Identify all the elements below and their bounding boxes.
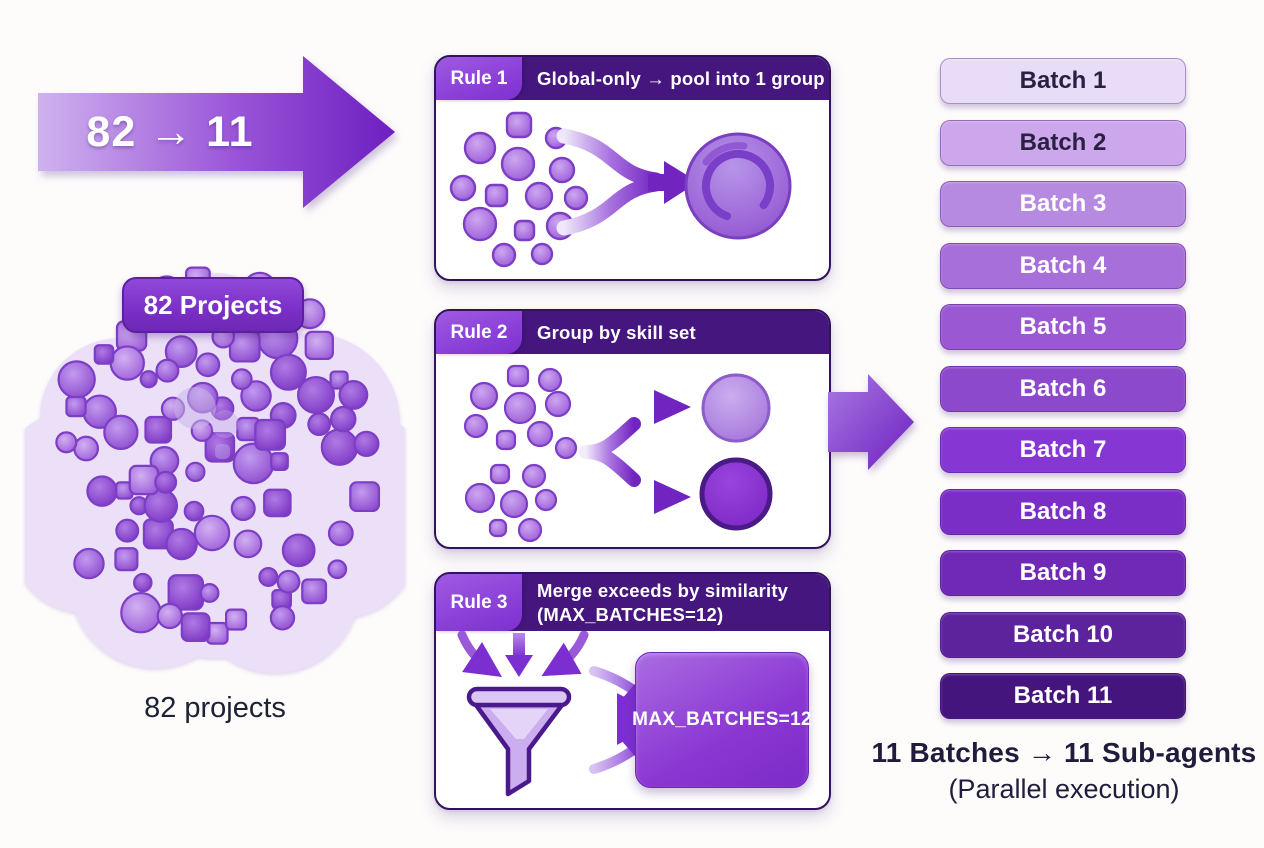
split-into-groups-illustration xyxy=(463,364,773,543)
result-line1: 11 Batches → 11 Sub-agents xyxy=(871,737,1257,768)
projects-count-badge-label: 82 Projects xyxy=(143,289,283,320)
rule1-title: Global-only → pool into 1 group xyxy=(537,67,825,89)
batch-label: Batch 10 xyxy=(1012,620,1114,648)
batch-row: Batch 7 xyxy=(940,427,1186,473)
batch-list: Batch 1 Batch 2 Batch 3 Batch 4 Batch 5 … xyxy=(940,58,1186,735)
batch-label: Batch 3 xyxy=(1019,190,1107,217)
reduction-arrow-label: 82 → 11 xyxy=(86,107,254,156)
batch-label: Batch 7 xyxy=(1019,436,1107,463)
rule3-body: MAX_BATCHES=12 xyxy=(436,631,829,808)
result-caption: 11 Batches → 11 Sub-agents (Parallel exe… xyxy=(869,737,1259,805)
result-line2: (Parallel execution) xyxy=(948,774,1180,804)
max-batches-label: MAX_BATCHES=12 xyxy=(632,709,812,730)
batch-row: Batch 1 xyxy=(940,58,1186,104)
rule2-card: Rule 2 Group by skill set xyxy=(434,309,831,549)
batch-label: Batch 9 xyxy=(1019,559,1107,586)
rule3-badge-label: Rule 3 xyxy=(450,591,508,613)
rule2-badge-label: Rule 2 xyxy=(450,321,508,343)
rule3-card: Rule 3 Merge exceeds by similarity (MAX_… xyxy=(434,572,831,810)
projects-count-caption: 82 projects xyxy=(144,692,286,724)
batch-label: Batch 6 xyxy=(1019,374,1107,402)
batch-label: Batch 2 xyxy=(1019,128,1107,156)
rule1-badge: Rule 1 xyxy=(436,57,522,100)
rule1-card: Rule 1 Global-only → pool into 1 group xyxy=(434,55,831,281)
batch-row: Batch 6 xyxy=(940,365,1186,412)
rule2-body xyxy=(436,354,829,547)
batch-row: Batch 11 xyxy=(940,673,1186,719)
max-batches-box: MAX_BATCHES=12 xyxy=(632,652,812,788)
rule3-title-line2: (MAX_BATCHES=12) xyxy=(537,603,724,625)
batch-row: Batch 9 xyxy=(940,550,1186,596)
rule1-badge-label: Rule 1 xyxy=(450,67,508,89)
batch-row: Batch 5 xyxy=(940,304,1186,350)
batch-label: Batch 8 xyxy=(1019,497,1107,525)
batch-row: Batch 10 xyxy=(940,611,1186,658)
batch-row: Batch 4 xyxy=(940,242,1186,289)
rule3-title-line1: Merge exceeds by similarity xyxy=(537,579,789,601)
rule3-title: Merge exceeds by similarity (MAX_BATCHES… xyxy=(537,579,788,627)
rule3-badge: Rule 3 xyxy=(436,574,522,631)
batch-label: Batch 1 xyxy=(1019,67,1107,94)
rule1-body xyxy=(436,100,829,279)
projects-count-badge: 82 Projects xyxy=(122,277,304,333)
batch-row: Batch 2 xyxy=(940,119,1186,166)
rule2-header: Rule 2 Group by skill set xyxy=(436,311,829,354)
funnel-illustration xyxy=(457,631,669,797)
reduction-arrow xyxy=(38,56,395,208)
batch-label: Batch 11 xyxy=(1013,682,1113,709)
batches-arrow xyxy=(828,374,914,470)
batch-label: Batch 4 xyxy=(1019,251,1107,279)
pool-into-one-illustration xyxy=(449,111,792,268)
rule1-header: Rule 1 Global-only → pool into 1 group xyxy=(436,57,829,100)
batch-row: Batch 3 xyxy=(940,181,1186,227)
batch-label: Batch 5 xyxy=(1019,313,1107,340)
rule2-badge: Rule 2 xyxy=(436,311,522,354)
rule2-title: Group by skill set xyxy=(537,321,696,343)
batch-row: Batch 8 xyxy=(940,488,1186,535)
rule3-header: Rule 3 Merge exceeds by similarity (MAX_… xyxy=(436,574,829,631)
